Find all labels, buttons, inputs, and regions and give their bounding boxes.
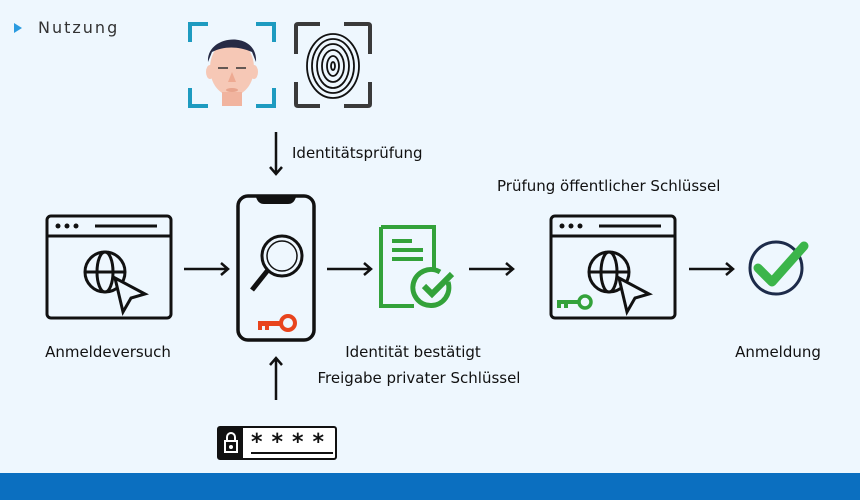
browser-window-with-key-icon <box>549 214 677 320</box>
private-key-icon <box>258 314 297 332</box>
private-key-release-label: Freigabe privater Schlüssel <box>317 369 521 387</box>
login-label: Anmeldung <box>735 343 821 361</box>
login-attempt-label: Anmeldeversuch <box>45 343 171 361</box>
identity-confirmed-label: Identität bestätigt <box>345 343 481 361</box>
arrow-right-icon <box>469 262 515 276</box>
arrow-right-icon <box>327 262 373 276</box>
face-scan-icon <box>188 22 276 108</box>
arrow-up-icon <box>269 356 283 400</box>
section-title: Nutzung <box>38 18 120 37</box>
public-key-icon <box>557 294 593 310</box>
password-mask: **** <box>251 430 334 455</box>
smartphone-icon <box>236 194 316 342</box>
arrow-down-icon <box>269 132 283 176</box>
triangle-bullet-icon <box>14 23 22 33</box>
lock-icon <box>219 428 243 458</box>
verified-document-icon <box>379 225 455 308</box>
globe-cursor-icon <box>587 250 653 317</box>
bottom-bar <box>0 473 860 500</box>
password-field: **** <box>217 426 337 460</box>
arrow-right-icon <box>689 262 735 276</box>
globe-cursor-icon <box>83 250 149 317</box>
browser-window-icon <box>45 214 173 320</box>
identity-check-label: Identitätsprüfung <box>292 144 423 162</box>
magnifier-icon <box>250 234 304 292</box>
arrow-right-icon <box>184 262 230 276</box>
public-key-check-label: Prüfung öffentlicher Schlüssel <box>497 177 721 195</box>
success-check-icon <box>748 240 809 296</box>
fingerprint-scan-icon <box>294 22 372 108</box>
